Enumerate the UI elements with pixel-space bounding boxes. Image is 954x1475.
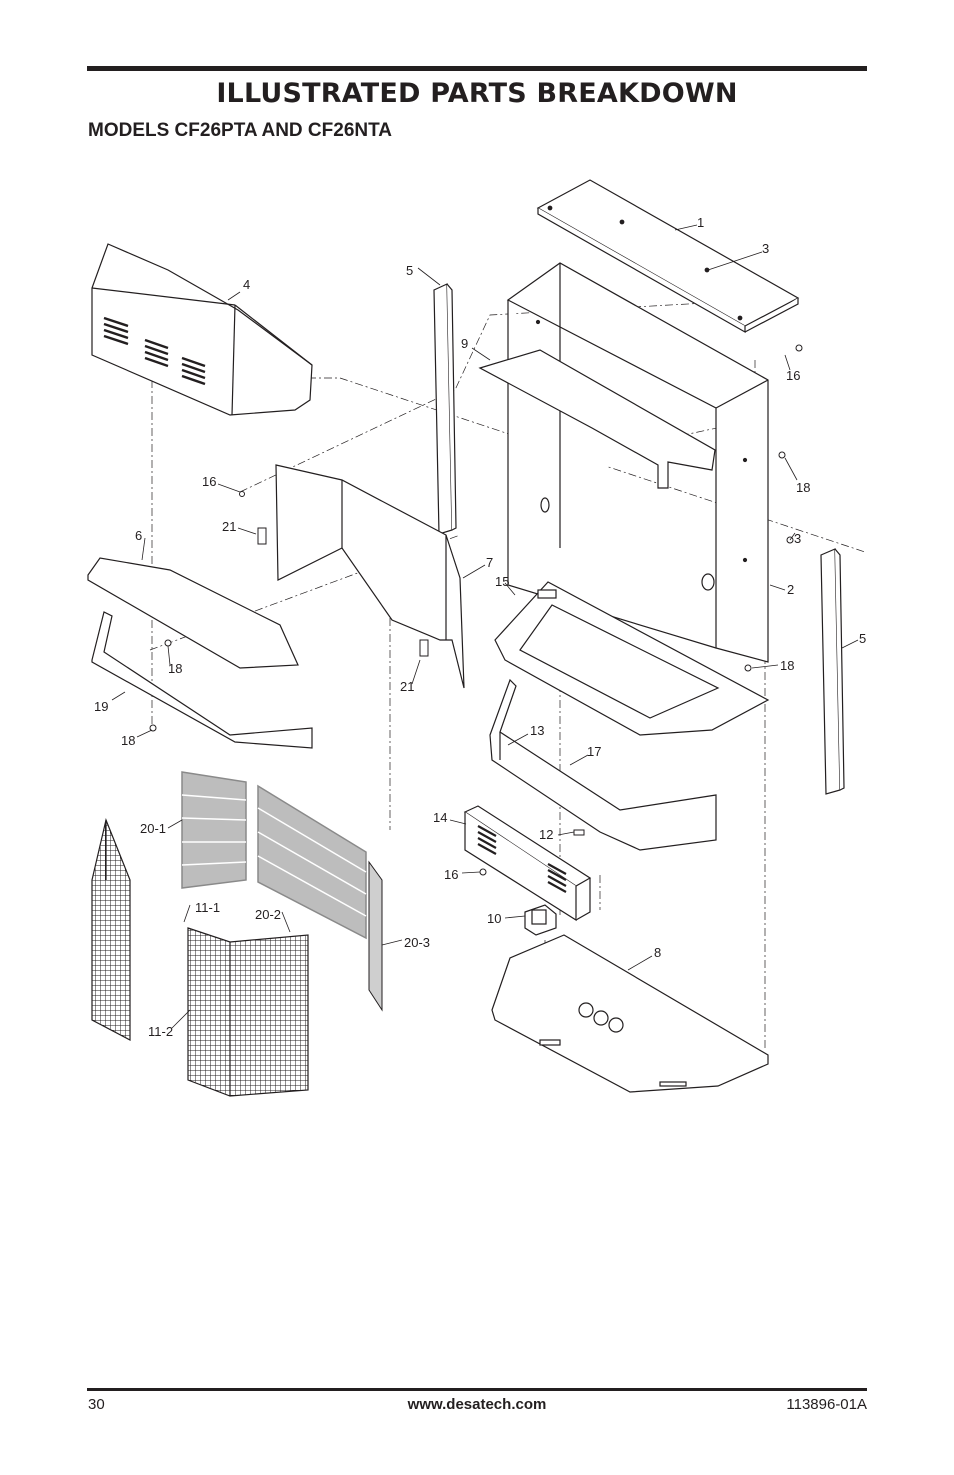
callout-6: 6 bbox=[135, 528, 142, 543]
callout-5-right: 5 bbox=[859, 631, 866, 646]
part-9-baffle bbox=[478, 349, 716, 489]
page-number: 30 bbox=[88, 1396, 105, 1413]
part-5-side-channel-right bbox=[820, 548, 845, 795]
part-11-2-screen bbox=[187, 927, 309, 1097]
part-14-control-box bbox=[463, 805, 592, 922]
document-number: 113896-01A bbox=[786, 1396, 867, 1413]
callout-18-right-top: 18 bbox=[796, 480, 810, 495]
callout-16-bottom: 16 bbox=[444, 867, 458, 882]
callout-13: 13 bbox=[530, 723, 544, 738]
callout-17: 17 bbox=[587, 744, 601, 759]
page-title: ILLUSTRATED PARTS BREAKDOWN bbox=[216, 78, 738, 109]
callout-10: 10 bbox=[487, 911, 501, 926]
part-1-top-cover bbox=[536, 179, 800, 334]
callout-19: 19 bbox=[94, 699, 108, 714]
callout-5-left: 5 bbox=[406, 263, 413, 278]
part-20-1-brick-panel bbox=[181, 771, 247, 889]
callout-14: 14 bbox=[433, 810, 447, 825]
callout-20-1: 20-1 bbox=[140, 821, 166, 836]
website-link[interactable]: www.desatech.com bbox=[407, 1396, 547, 1413]
part-4-louver-hood bbox=[91, 243, 313, 416]
callout-2: 2 bbox=[787, 582, 794, 597]
callout-18-left-mid: 18 bbox=[168, 661, 182, 676]
models-subtitle: MODELS CF26PTA AND CF26NTA bbox=[88, 120, 393, 141]
callout-12: 12 bbox=[539, 827, 553, 842]
bottom-rule bbox=[87, 1388, 867, 1391]
callout-7: 7 bbox=[486, 555, 493, 570]
part-15-burner-tray bbox=[494, 581, 770, 736]
callout-1: 1 bbox=[697, 215, 704, 230]
callout-16-left: 16 bbox=[202, 474, 216, 489]
callout-labels: 1 3 5 4 9 16 16 18 21 3 6 7 15 2 5 18 18… bbox=[94, 215, 866, 1039]
hardware-screws bbox=[149, 344, 803, 876]
part-11-1-screen bbox=[91, 818, 131, 1041]
callout-3-top: 3 bbox=[762, 241, 769, 256]
callout-9: 9 bbox=[461, 336, 468, 351]
callout-21-upper: 21 bbox=[222, 519, 236, 534]
callout-8: 8 bbox=[654, 945, 661, 960]
part-17-lower-panel bbox=[489, 678, 717, 851]
part-20-3-side-brick bbox=[368, 860, 383, 1012]
callout-16-right: 16 bbox=[786, 368, 800, 383]
part-10-switch-bracket bbox=[524, 904, 557, 936]
callout-18-left-bottom: 18 bbox=[121, 733, 135, 748]
part-19-bottom-bracket bbox=[91, 611, 313, 749]
top-rule bbox=[87, 66, 867, 71]
callout-11-2: 11-2 bbox=[148, 1024, 173, 1039]
callout-18-right-bottom: 18 bbox=[780, 658, 794, 673]
callout-4: 4 bbox=[243, 277, 250, 292]
callout-11-1: 11-1 bbox=[195, 900, 220, 915]
part-7-back-panel bbox=[275, 464, 465, 689]
part-5-side-channel-left bbox=[433, 283, 457, 535]
callout-20-3: 20-3 bbox=[404, 935, 430, 950]
callout-15: 15 bbox=[495, 574, 509, 589]
part-6-top-shield bbox=[87, 557, 299, 669]
callout-3-right: 3 bbox=[794, 531, 801, 546]
part-20-2-brick-panel bbox=[257, 784, 367, 940]
part-8-base bbox=[491, 934, 769, 1093]
callout-20-2: 20-2 bbox=[255, 907, 281, 922]
callout-21-lower: 21 bbox=[400, 679, 414, 694]
callout-leaders bbox=[111, 224, 859, 1029]
